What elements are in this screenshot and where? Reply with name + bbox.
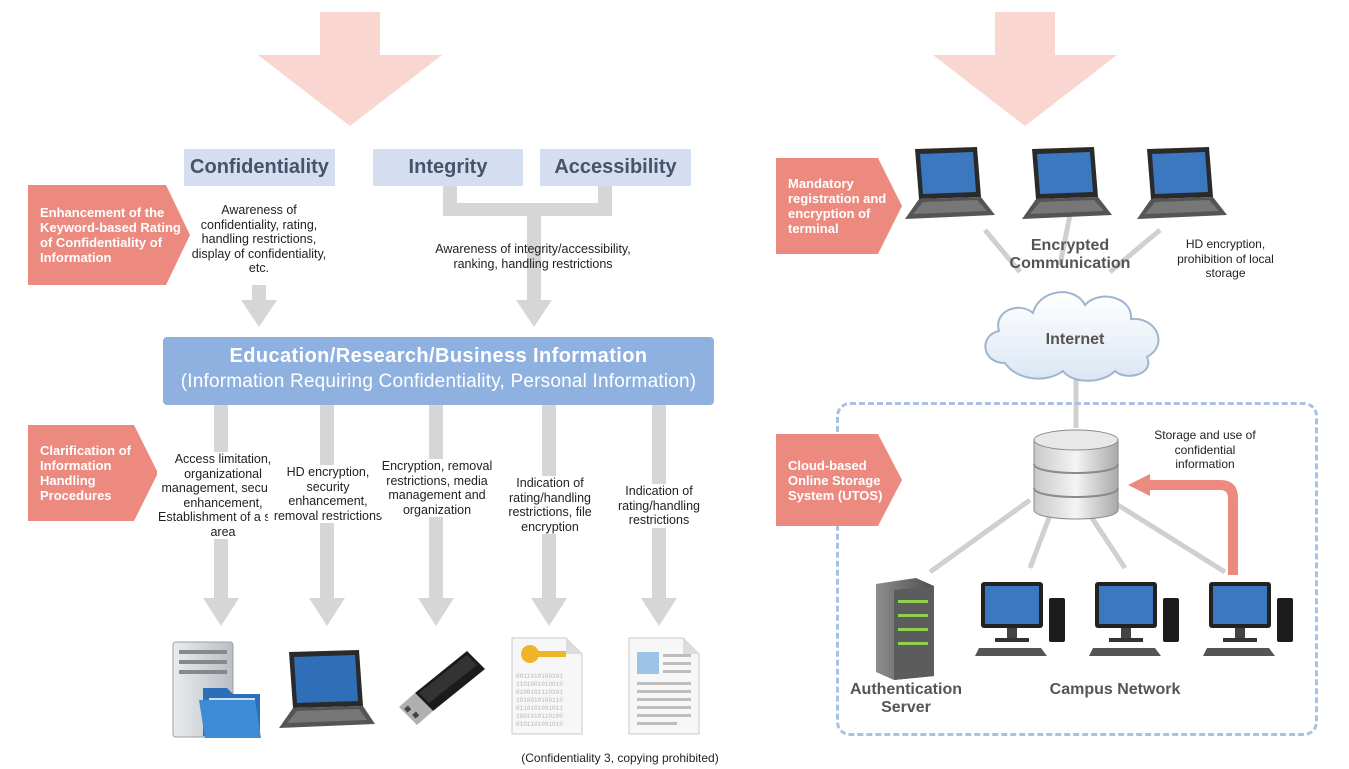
hd-encryption-note: HD encryption, prohibition of local stor…	[1177, 237, 1274, 280]
internet-label: Internet	[1045, 331, 1105, 348]
confidentiality-arrow	[241, 285, 277, 327]
tag-keyword-rating: Enhancement of the Keyword-based Rating …	[28, 185, 190, 285]
terminal-laptop-1-icon	[905, 147, 995, 219]
storage-note: Storage and use of confidential informat…	[1154, 428, 1256, 471]
note-confidentiality: Awareness of confidentiality, rating, ha…	[191, 203, 327, 275]
terminal-laptop-2-icon	[1022, 147, 1112, 219]
campus-pc-1-icon	[975, 582, 1065, 656]
campus-pc-3-icon	[1203, 582, 1293, 656]
tag-utos: Cloud-based Online Storage System (UTOS)	[776, 434, 902, 526]
server-folder-icon	[172, 641, 261, 738]
svg-text:1010010100110: 1010010100110	[516, 697, 563, 704]
authentication-server-icon	[876, 578, 934, 680]
svg-text:0011010100101: 0011010100101	[516, 673, 563, 680]
measure-text-1: Access limitation, organizational manage…	[157, 452, 289, 539]
authentication-server-label: Authentication Server	[850, 681, 962, 716]
header-accessibility: Accessibility	[540, 149, 691, 186]
campus-network-label: Campus Network	[1049, 681, 1181, 698]
encrypted-communication-label: Encrypted Communication	[1009, 237, 1131, 272]
integrity-bracket	[443, 186, 612, 327]
measure-text-4: Indication of rating/handling restrictio…	[498, 476, 602, 534]
big-arrow-left	[258, 12, 442, 126]
network-lines	[928, 214, 1227, 575]
svg-text:0100101110101: 0100101110101	[516, 689, 563, 696]
info-title: Education/Research/Business Information	[229, 345, 648, 367]
note-integrity: Awareness of integrity/accessibility, ra…	[435, 242, 631, 271]
campus-dashed-boundary	[836, 402, 1318, 736]
usb-drive-icon	[399, 651, 485, 725]
header-integrity: Integrity	[373, 149, 523, 186]
header-confidentiality: Confidentiality	[184, 149, 335, 186]
storage-arrow	[1128, 474, 1238, 575]
internet-cloud-icon	[984, 291, 1160, 382]
info-box: Education/Research/Business Information …	[163, 337, 714, 405]
svg-text:1001010110100: 1001010110100	[516, 713, 563, 720]
terminal-laptop-3-icon	[1137, 147, 1227, 219]
laptop-icon	[279, 650, 375, 728]
svg-text:0110101001011: 0110101001011	[516, 705, 563, 712]
info-subtitle: (Information Requiring Confidentiality, …	[180, 371, 697, 392]
tag-handling-procedures: Clarification of Information Handling Pr…	[28, 425, 158, 521]
measure-text-2: HD encryption, security enhancement, rem…	[268, 465, 388, 523]
document-icon	[628, 637, 700, 735]
storage-database-icon	[1033, 429, 1119, 520]
measure-text-3: Encryption, removal restrictions, media …	[380, 459, 494, 517]
svg-text:1101001010010: 1101001010010	[516, 681, 563, 688]
big-arrow-right	[933, 12, 1117, 126]
bottom-note: (Confidentiality 3, copying prohibited)	[521, 751, 719, 765]
tag-terminal: Mandatory registration and encryption of…	[776, 158, 902, 254]
measure-text-5: Indication of rating/handling restrictio…	[609, 484, 709, 528]
campus-pc-2-icon	[1089, 582, 1179, 656]
svg-text:0101101001010: 0101101001010	[516, 721, 563, 728]
